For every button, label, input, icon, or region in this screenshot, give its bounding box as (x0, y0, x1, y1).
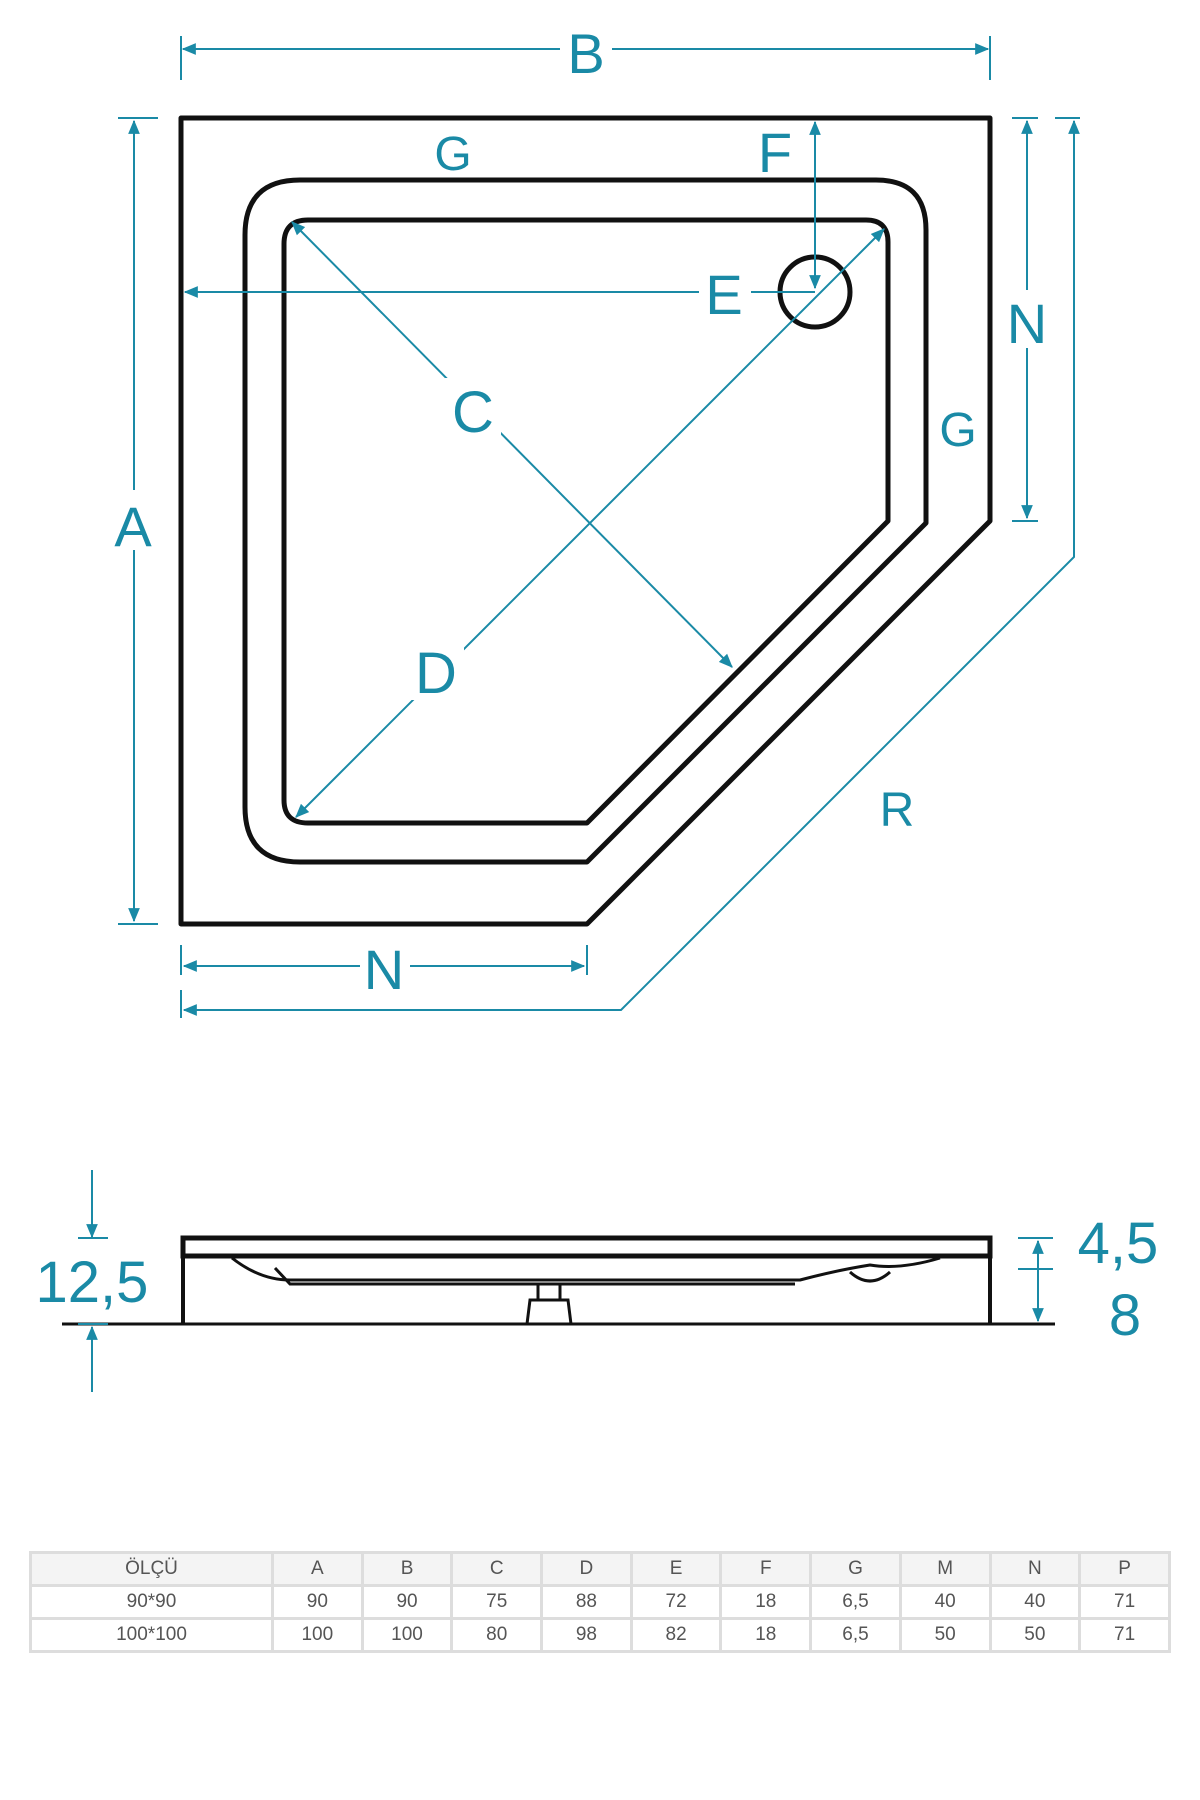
header-m: M (898, 1551, 992, 1587)
table-cell: 40 (898, 1584, 992, 1620)
header-g: G (809, 1551, 902, 1587)
table-row: 100*100 100 100 80 98 82 18 6,5 50 50 71 (29, 1617, 1171, 1653)
table-cell: 18 (719, 1584, 813, 1620)
side-view-drain (525, 1284, 573, 1325)
label-n-right: N (1007, 292, 1047, 355)
table-cell: 75 (450, 1584, 544, 1620)
header-e: E (629, 1551, 723, 1587)
table-cell: 80 (450, 1617, 544, 1653)
table-cell: 88 (540, 1584, 633, 1620)
header-olcu: ÖLÇÜ (29, 1551, 274, 1587)
dimension-lines (118, 36, 1080, 1018)
label-n-bottom: N (364, 938, 404, 1001)
dimensions-table: ÖLÇÜ A B C D E F G M N P 90*90 90 90 75 … (29, 1551, 1171, 1653)
table-cell: 71 (1078, 1617, 1171, 1653)
table-cell: 100*100 (29, 1617, 274, 1653)
table-cell: 90*90 (29, 1584, 274, 1620)
table-cell: 90 (271, 1584, 364, 1620)
tray-outer-outline (178, 115, 993, 927)
label-base-height: 8 (1109, 1283, 1141, 1348)
table-header-row: ÖLÇÜ A B C D E F G M N P (29, 1551, 1171, 1587)
label-g-right: G (939, 404, 976, 457)
table-cell: 82 (629, 1617, 723, 1653)
header-d: D (540, 1551, 633, 1587)
table-cell: 100 (360, 1617, 454, 1653)
table-cell: 72 (629, 1584, 723, 1620)
header-f: F (719, 1551, 813, 1587)
table-cell: 98 (540, 1617, 633, 1653)
side-view-rim (180, 1235, 993, 1259)
table-cell: 71 (1078, 1584, 1171, 1620)
side-view-basin (231, 1256, 941, 1282)
dimension-labels: B A G F E C G N D R N (108, 22, 1051, 1001)
label-e: E (705, 263, 742, 326)
header-n: N (988, 1551, 1082, 1587)
label-a: A (114, 495, 152, 558)
table-cell: 50 (988, 1617, 1082, 1653)
table-cell: 50 (898, 1617, 992, 1653)
table-cell: 6,5 (809, 1617, 902, 1653)
header-b: B (360, 1551, 454, 1587)
tray-basin-outline (281, 217, 891, 826)
table-row: 90*90 90 90 75 88 72 18 6,5 40 40 71 (29, 1584, 1171, 1620)
label-d: D (415, 641, 457, 706)
label-g-top: G (434, 128, 471, 181)
tray-rim-outline (242, 177, 929, 865)
table-cell: 40 (988, 1584, 1082, 1620)
table-cell: 90 (360, 1584, 454, 1620)
header-a: A (271, 1551, 364, 1587)
label-height-total: 12,5 (36, 1250, 149, 1315)
tray-side-view: 12,5 4,5 8 (36, 1170, 1159, 1392)
table-cell: 18 (719, 1617, 813, 1653)
label-f: F (758, 121, 792, 184)
header-c: C (450, 1551, 544, 1587)
table-cell: 100 (271, 1617, 364, 1653)
label-r: R (880, 784, 915, 837)
label-rim-height: 4,5 (1078, 1211, 1159, 1276)
header-p: P (1078, 1551, 1171, 1587)
label-b: B (567, 22, 604, 85)
label-c: C (452, 380, 494, 445)
tray-top-view (178, 115, 993, 927)
table-cell: 6,5 (809, 1584, 902, 1620)
